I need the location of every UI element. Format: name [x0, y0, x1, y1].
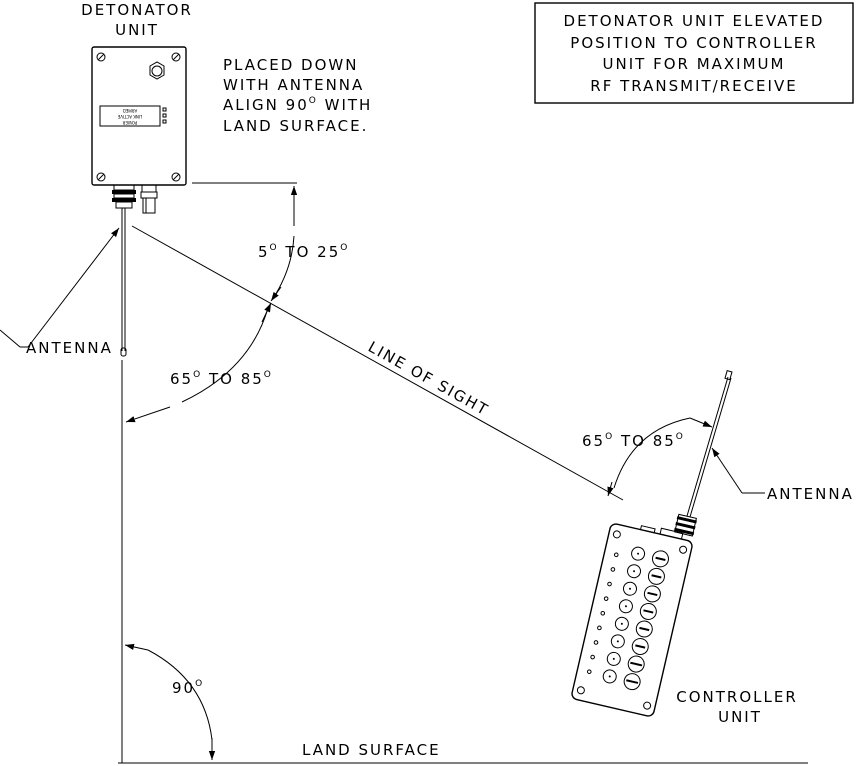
angle-arc-right: [614, 418, 690, 488]
controller-label-line-1: CONTROLLER: [676, 688, 798, 706]
controller-antenna: [687, 377, 728, 516]
line-of-sight-label: LINE OF SIGHT: [365, 338, 492, 420]
placed-line-3: ALIGN 90O WITH: [223, 96, 372, 114]
line-of-sight: [132, 226, 623, 500]
detonator-knob-icon: [150, 62, 164, 79]
controller-antenna-connector: [674, 514, 698, 536]
placed-line-1: PLACED DOWN: [223, 56, 358, 74]
detonator-antenna-connector: [112, 185, 136, 208]
antenna-left-leader: [28, 228, 119, 347]
note-line-1: DETONATOR UNIT ELEVATED: [564, 12, 825, 30]
detonator-unit: ARMED LINK ACTIVE POWER: [92, 47, 186, 356]
panel-text-link: LINK ACTIVE: [117, 114, 142, 119]
antenna-right-label: ANTENNA: [767, 485, 854, 503]
note-line-2: POSITION TO CONTROLLER: [570, 34, 817, 52]
controller-unit: [571, 371, 732, 718]
controller-keypad: [602, 544, 670, 691]
angle-label-top: 5O TO 25O: [258, 243, 349, 261]
controller-indicators: [587, 553, 618, 674]
angle-label-left: 65O TO 85O: [170, 370, 273, 388]
note-line-3: UNIT FOR MAXIMUM: [603, 55, 786, 73]
detonator-label-line-2: UNIT: [115, 21, 159, 39]
antenna-right-leader: [712, 448, 742, 493]
angle-label-bottom: 90O: [172, 679, 204, 697]
note-box: DETONATOR UNIT ELEVATED POSITION TO CONT…: [535, 3, 853, 103]
angle-label-right: 65O TO 85O: [582, 432, 685, 450]
land-surface-label: LAND SURFACE: [302, 741, 441, 759]
placed-line-4: LAND SURFACE.: [223, 117, 368, 135]
placed-line-2: WITH ANTENNA: [223, 76, 364, 94]
detonator-label-line-1: DETONATOR: [81, 1, 193, 19]
panel-text-armed: ARMED: [123, 108, 138, 113]
detonator-status-panel: ARMED LINK ACTIVE POWER: [100, 106, 166, 126]
detonator-cable-connector: [141, 185, 157, 213]
controller-label-line-2: UNIT: [718, 708, 762, 726]
antenna-left-label: ANTENNA: [26, 339, 113, 357]
note-line-4: RF TRANSMIT/RECEIVE: [590, 77, 797, 95]
panel-text-power: POWER: [122, 120, 137, 125]
